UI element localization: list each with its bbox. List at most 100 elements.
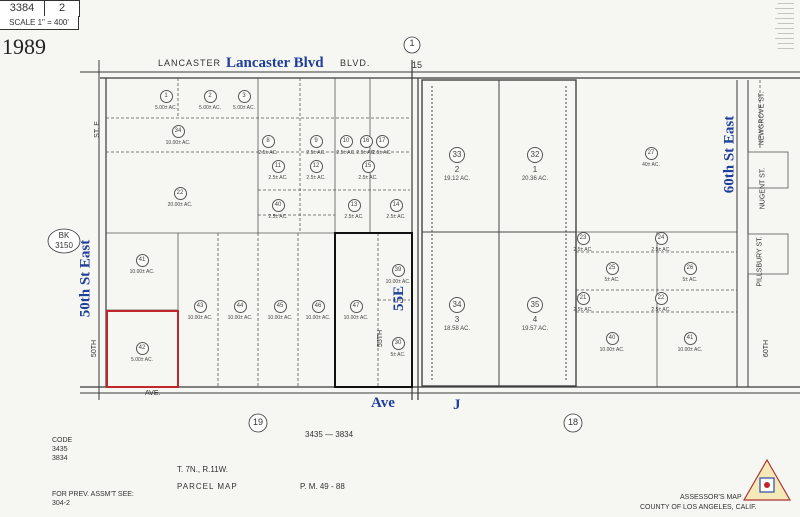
street-pillsbury: PILLSBURY ST. [756,236,764,287]
street-50th-small: 50TH [91,339,99,358]
parcel-area: 5± AC. [682,277,698,283]
parcel-42[interactable]: 42 5.00± AC. [122,342,162,363]
parcel-44[interactable]: 44 10.00± AC. [220,300,260,321]
parcel-number: 35 [527,297,543,313]
parcel-41[interactable]: 41 10.00± AC. [670,332,710,353]
parcel-40[interactable]: 40 2.5± AC. [258,199,298,220]
parcel-11[interactable]: 11 2.5± AC. [258,160,298,181]
street-j-blue: J [453,397,461,413]
parcel-45[interactable]: 45 10.00± AC. [260,300,300,321]
parcel-number: 34 [171,125,185,138]
parcel-number: 27 [644,147,658,160]
prev-ref: 304-2 [52,500,70,507]
sheet-top[interactable]: 1 [409,38,415,48]
footer-assessor: ASSESSOR'S MAP [680,494,742,501]
parcel-number: 45 [273,300,287,313]
parcel-area: 5.00± AC. [131,357,153,363]
code-1: 3435 [52,446,68,453]
parcel-area: 10.00± AC. [267,315,293,321]
parcel-number: 42 [135,342,149,355]
header-page-number: 2 [58,2,66,14]
street-newgrove: NEWGROVE ST. [758,91,766,146]
parcel-number: 44 [233,300,247,313]
parcel-number: 33 [449,147,465,163]
middle-section-lines [421,79,577,387]
parcel-area: 10.00± AC. [165,140,191,146]
parcel-number: 41 [683,332,697,345]
parcel-area: 10.00± AC. [599,347,625,353]
parcel-number: 2 [203,90,217,103]
parcel-number: 40 [271,199,285,212]
parcel-number: 10 [339,135,353,148]
parcel-number: 13 [347,199,361,212]
street-60th-blue: 60th St East [721,115,738,194]
footer-prev: FOR PREV. ASSM'T SEE: 304-2 [52,490,134,508]
parcel-area: 2.5± AC. [268,175,288,181]
parcel-area: 10.00± AC. [305,315,331,321]
parcel-number: 14 [389,199,403,212]
sheet-south-right[interactable]: 18 [567,417,578,427]
header-book-number: 3384 [9,2,35,14]
parcel-area: 2.5± AC. [651,247,671,253]
parcel-number: 15 [361,160,375,173]
county-seal-icon [742,458,792,502]
parcel-number: 39 [391,264,405,277]
parcel-number: 22 [654,292,668,305]
code-2: 3834 [52,455,68,462]
sheet-south-left[interactable]: 19 [252,417,263,427]
parcel-area: 5± AC. [604,277,620,283]
parcel-area: 5.00± AC. [155,105,177,111]
road-lines [80,60,800,400]
revision-stamp: ————————————————————————————————————————… [775,2,794,52]
parcel-number: 11 [271,160,285,173]
footer-township: T. 7N., R.11W. [177,465,228,474]
parcel-area: 2.5± AC. [268,214,288,220]
highlighted-parcel[interactable] [106,310,179,388]
parcel-area: 5.00± AC. [233,105,255,111]
header-scale-box: SCALE 1" = 400' [0,16,79,30]
sheet-15: 15 [412,60,423,70]
header-year: 1989 [2,34,46,59]
parcel-area: 10.00± AC. [677,347,703,353]
bk-label: BK 3150 [48,231,80,251]
parcel-34[interactable]: 34 10.00± AC. [158,125,198,146]
parcel-number: 43 [193,300,207,313]
parcel-area: 2.5± AC. [306,150,326,156]
parcel-number: 12 [309,160,323,173]
parcel-sub-number: 3 [454,315,460,324]
parcel-area: 10.00± AC. [227,315,253,321]
street-lancaster-suffix: BLVD. [340,58,371,68]
